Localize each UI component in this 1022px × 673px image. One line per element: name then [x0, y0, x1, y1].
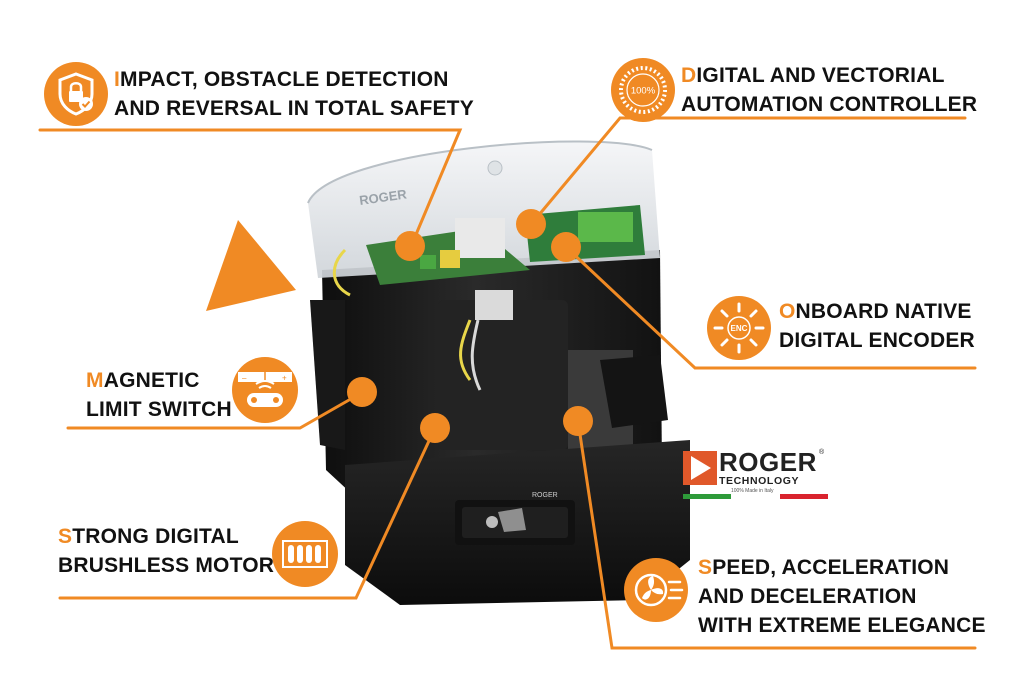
feature-label-line: BRUSHLESS MOTOR [58, 554, 275, 577]
magnetic-switch-icon: – + [232, 357, 298, 423]
callout-dot-speed [563, 406, 593, 436]
callout-dot-impact [395, 231, 425, 261]
feature-label-line: DIGITAL AND VECTORIAL [681, 64, 945, 87]
callout-dot-encoder [551, 232, 581, 262]
feature-label-line: SPEED, ACCELERATION [698, 556, 950, 579]
motor-coil-icon [272, 521, 338, 587]
feature-label-controller: DIGITAL AND VECTORIAL AUTOMATION CONTROL… [681, 61, 977, 119]
fan-speed-icon [624, 558, 688, 622]
feature-label-line: DIGITAL ENCODER [779, 329, 975, 352]
percent-dial-icon: 100% [611, 58, 675, 122]
roger-logo-mark [683, 451, 717, 485]
svg-text:100%: 100% [631, 86, 656, 97]
leader-line-motor [58, 426, 437, 600]
brand-registered: ® [819, 449, 825, 456]
leader-line-controller [531, 116, 967, 224]
callout-dot-controller [516, 209, 546, 239]
brand-sub: TECHNOLOGY [719, 475, 800, 487]
shield-lock-icon [44, 62, 108, 126]
callout-dot-motor [420, 413, 450, 443]
feature-label-speed: SPEED, ACCELERATION AND DECELERATION WIT… [698, 553, 986, 640]
feature-label-limit: MAGNETIC LIMIT SWITCH [86, 366, 232, 424]
feature-label-line: LIMIT SWITCH [86, 398, 232, 421]
leader-line-speed [576, 419, 977, 650]
leader-line-limit [66, 390, 365, 430]
feature-label-line: STRONG DIGITAL [58, 525, 239, 548]
feature-label-line: WITH EXTREME ELEGANCE [698, 614, 986, 637]
brand-tagline: 100% Made in Italy [731, 488, 774, 494]
svg-text:ENC: ENC [731, 324, 748, 333]
roger-technology-logo: ROGER ® TECHNOLOGY 100% Made in Italy [683, 449, 828, 501]
feature-label-line: AND REVERSAL IN TOTAL SAFETY [114, 97, 474, 120]
feature-label-encoder: ONBOARD NATIVE DIGITAL ENCODER [779, 297, 975, 355]
encoder-icon: ENC [707, 296, 771, 360]
cable-connector [332, 248, 513, 391]
italian-flag-stripe [683, 494, 828, 499]
feature-label-line: AUTOMATION CONTROLLER [681, 93, 978, 116]
feature-label-motor: STRONG DIGITAL BRUSHLESS MOTOR [58, 522, 274, 580]
device-base: ROGER [345, 440, 690, 605]
svg-text:–: – [242, 374, 247, 383]
callout-dots [347, 209, 593, 443]
leader-line-encoder [564, 245, 977, 370]
feature-label-line: MAGNETIC [86, 369, 200, 392]
device-body-badge: ROGER [532, 492, 558, 499]
callout-dot-limit [347, 377, 377, 407]
orange-triangle-arrow [206, 220, 296, 311]
leader-lines [38, 116, 977, 650]
brand-name: ROGER [719, 447, 817, 477]
feature-label-line: IMPACT, OBSTACLE DETECTION [114, 68, 449, 91]
feature-label-impact: IMPACT, OBSTACLE DETECTION AND REVERSAL … [114, 65, 474, 123]
feature-label-line: ONBOARD NATIVE [779, 300, 972, 323]
feature-label-line: AND DECELERATION [698, 585, 917, 608]
svg-text:+: + [282, 374, 287, 383]
leader-line-impact [38, 128, 463, 246]
device-cover-logo: ROGER [358, 186, 408, 208]
